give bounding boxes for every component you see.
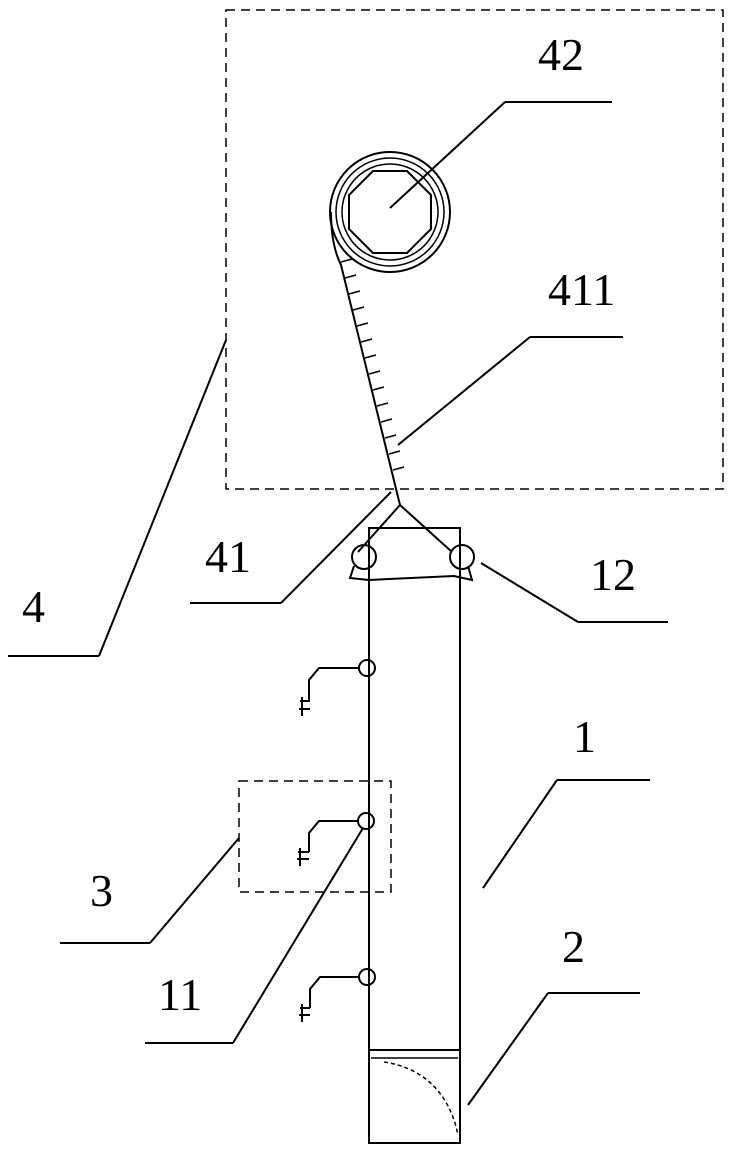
cable-scale-ticks-411: [340, 258, 405, 471]
leader-12: [480, 562, 579, 623]
label-4: 4: [22, 581, 45, 632]
bracket-pin-left: [351, 544, 377, 570]
cable-41: [330, 211, 401, 506]
leader-11: [232, 827, 364, 1044]
assembly-4-dashed-box: [225, 9, 724, 490]
bracket-12: [348, 504, 475, 582]
label-1: 1: [573, 711, 596, 762]
label-42: 42: [538, 29, 584, 80]
label-12: 12: [590, 549, 636, 600]
bracket-pin-right: [449, 544, 475, 570]
label-2: 2: [562, 921, 585, 972]
leader-1: [482, 779, 558, 889]
rod-1: [368, 527, 461, 1051]
leader-lines: [8, 101, 668, 1106]
sensor-bottom: [299, 968, 376, 1022]
label-11: 11: [158, 969, 202, 1020]
leader-3: [149, 837, 240, 944]
sensor-top: [299, 659, 376, 716]
leader-2: [467, 992, 549, 1106]
label-411: 411: [548, 264, 615, 315]
detail-3-dashed-box: [238, 780, 392, 893]
bottom-end-2: [368, 1049, 461, 1144]
leader-411: [397, 336, 531, 446]
leader-41: [280, 491, 392, 604]
leader-42: [389, 101, 506, 209]
leader-4: [98, 339, 227, 657]
label-3: 3: [90, 865, 113, 916]
reel-hub-octagon: [348, 170, 432, 254]
reel-42: [329, 151, 451, 273]
sensor-middle: [297, 812, 375, 866]
label-41: 41: [205, 531, 251, 582]
